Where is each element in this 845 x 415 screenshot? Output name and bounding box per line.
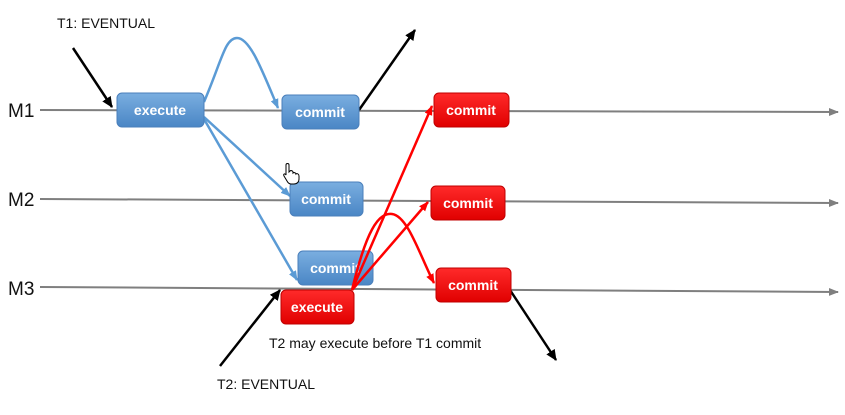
t2-commit-m3-box bbox=[435, 267, 512, 303]
ordering-note: T2 may execute before T1 commit bbox=[269, 335, 481, 351]
t1-commit-m1-box bbox=[281, 94, 360, 130]
t2-commit-m2-box bbox=[430, 185, 506, 221]
lane-label-m2: M2 bbox=[8, 190, 34, 211]
t2-commit-exit-arrow bbox=[508, 289, 558, 361]
t2-commit-m1-label: commit bbox=[446, 102, 496, 118]
t1-arrow-to-m2-commit bbox=[203, 116, 291, 197]
t1-start-arrow bbox=[71, 47, 114, 108]
t1-commit-exit-arrow bbox=[357, 29, 417, 111]
lane-label-m1: M1 bbox=[8, 101, 34, 122]
lane-label-m3: M3 bbox=[8, 279, 34, 300]
t1-execute-label: execute bbox=[134, 102, 186, 118]
t2-arrow-to-m2-commit bbox=[351, 201, 429, 291]
t2-commit-m2-label: commit bbox=[443, 195, 493, 211]
t2-arrow-to-m1-commit bbox=[350, 105, 434, 291]
t1-arrow-to-m1-commit bbox=[202, 36, 280, 109]
t2-start-arrow bbox=[219, 289, 281, 367]
t1-arrow-to-m3-commit bbox=[202, 118, 299, 281]
t2-commit-m3-label: commit bbox=[448, 277, 498, 293]
t2-execute-label: execute bbox=[291, 299, 343, 315]
t2-execute-box bbox=[280, 289, 355, 325]
t2-label: T2: EVENTUAL bbox=[217, 376, 315, 392]
t2-commit-m1-box bbox=[433, 92, 510, 128]
t1-commit-m1-label: commit bbox=[295, 104, 345, 120]
t1-commit-m3-label: commit bbox=[310, 260, 360, 276]
t1-execute-box bbox=[116, 92, 205, 128]
t1-commit-m2-box bbox=[289, 181, 364, 217]
t2-arrow-to-m3-commit bbox=[350, 212, 436, 291]
t1-commit-m2-label: commit bbox=[301, 191, 351, 207]
t1-label: T1: EVENTUAL bbox=[57, 15, 155, 31]
hand-cursor-icon bbox=[283, 163, 300, 185]
